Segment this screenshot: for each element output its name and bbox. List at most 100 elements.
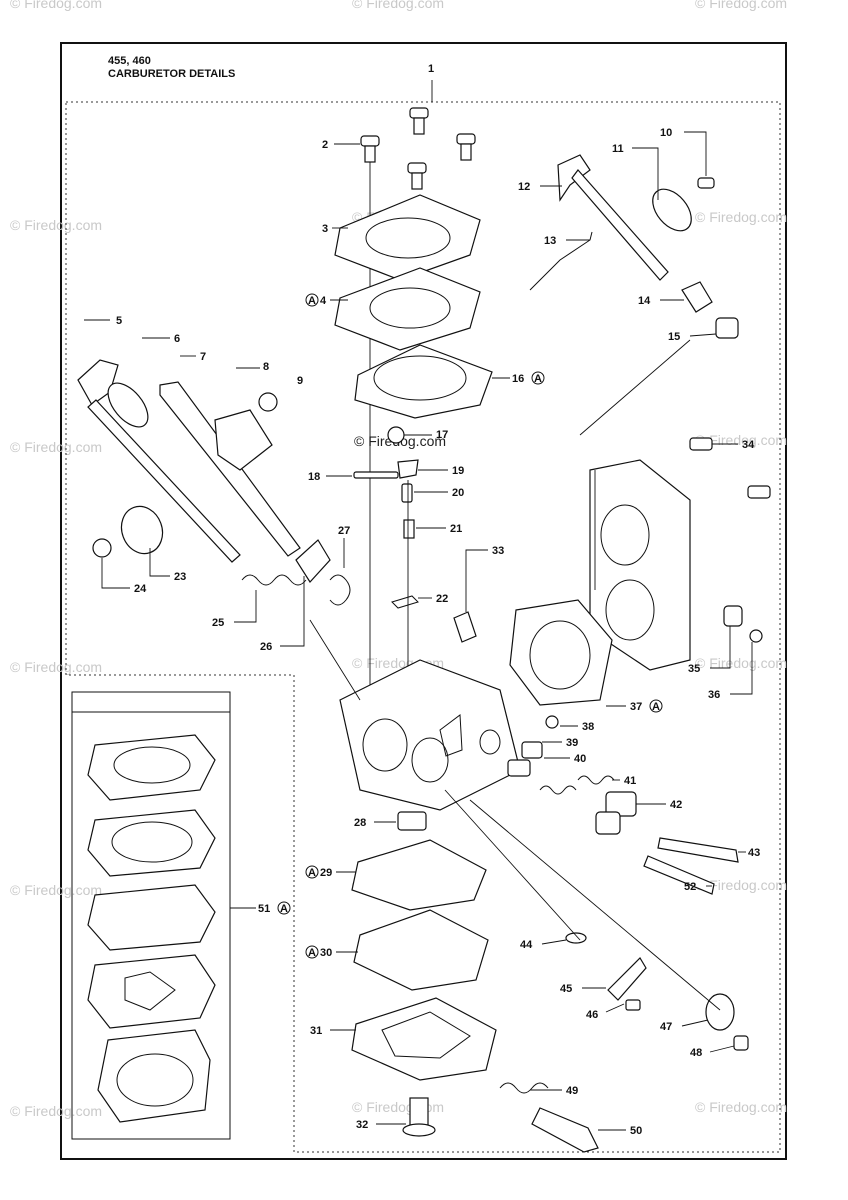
callout-33: 33 — [492, 545, 504, 557]
choke-plate — [214, 409, 273, 471]
callout-18: 18 — [308, 471, 320, 483]
badge-letter: A — [308, 867, 316, 879]
callout-39: 39 — [566, 737, 578, 749]
callout-3: 3 — [322, 223, 328, 235]
screw-shank — [364, 145, 376, 163]
kit-diaphragm-membrane — [113, 746, 191, 784]
badge-letter: A — [534, 373, 542, 385]
throttle-link-rod — [529, 231, 593, 291]
adapter-port-lower — [605, 579, 655, 641]
badge-letter: A — [308, 947, 316, 959]
badge-letter: A — [280, 903, 288, 915]
carburetor-housing — [339, 659, 521, 811]
kit-insulator-gasket — [97, 1029, 211, 1123]
pump-diaphragm — [334, 267, 481, 351]
leader-line — [632, 147, 659, 200]
pump-cover — [351, 997, 497, 1081]
watermark: © Firedog.com — [352, 0, 444, 11]
primer-screw — [625, 999, 641, 1011]
needle-lever-screw — [387, 426, 405, 444]
callout-21: 21 — [450, 523, 462, 535]
diaphragm-cover-screws — [360, 107, 476, 190]
leader-line — [681, 1019, 709, 1027]
low-speed-needle — [643, 855, 715, 895]
leader-line — [605, 1003, 625, 1013]
callout-20: 20 — [452, 487, 464, 499]
callout-11: 11 — [612, 143, 624, 155]
callout-46: 46 — [586, 1009, 598, 1021]
watermark: © Firedog.com — [695, 0, 787, 11]
assembly-guide-lines — [309, 339, 721, 1011]
diagram-header: 455, 460 CARBURETOR DETAILS — [108, 55, 235, 81]
callout-47: 47 — [660, 1021, 672, 1033]
callout-5: 5 — [116, 315, 122, 327]
diagram-frame — [60, 42, 787, 1160]
screw-shank — [411, 172, 423, 190]
badge-letter: A — [308, 295, 316, 307]
callout-38: 38 — [582, 721, 594, 733]
air-shaft — [159, 381, 301, 557]
pump-diaphragm-membrane — [369, 287, 451, 329]
adapter-port-upper — [600, 504, 650, 566]
carburetor-bore-right — [411, 737, 449, 783]
primer-lever — [607, 957, 647, 1001]
throttle-bushing — [715, 317, 739, 339]
watermark: © Firedog.com — [695, 655, 787, 671]
callout-10: 10 — [660, 127, 672, 139]
watermark: © Firedog.com — [352, 1099, 444, 1115]
choke-shaft-assembly — [77, 359, 351, 606]
leader-line — [709, 1045, 735, 1053]
pump-cover-chamber — [381, 1011, 471, 1059]
inlet-needle — [401, 483, 413, 503]
callout-32: 32 — [356, 1119, 368, 1131]
adapter-washer — [749, 629, 763, 643]
callout-6: 6 — [174, 333, 180, 345]
callout-23: 23 — [174, 571, 186, 583]
watermark: © Firedog.com — [10, 0, 102, 11]
idle-screw — [531, 1107, 599, 1153]
insulator-gasket-hole — [529, 620, 591, 690]
carburetor-bore-left — [362, 718, 408, 772]
spring-clip — [391, 595, 419, 609]
callout-17: 17 — [436, 429, 448, 441]
assembly-boundary — [65, 101, 781, 1153]
leader-line — [541, 939, 567, 945]
adapter-bushing — [723, 605, 743, 627]
leader-line — [234, 590, 257, 623]
watermark: © Firedog.com — [10, 882, 102, 898]
callout-27: 27 — [338, 525, 350, 537]
throttle-shaft — [571, 169, 669, 281]
needle-seal — [521, 741, 543, 759]
screw-head — [409, 107, 429, 119]
callout-4: 4 — [320, 295, 327, 307]
callout-15: 15 — [668, 331, 680, 343]
kit-diaphragm-gasket — [87, 734, 216, 801]
carburetor-body — [339, 659, 521, 811]
primer-bulb-ring — [705, 993, 735, 1031]
watermark: © Firedog.com — [10, 659, 102, 675]
leader-line — [280, 576, 305, 647]
insulator-gasket — [509, 599, 613, 706]
callout-13: 13 — [544, 235, 556, 247]
callout-8: 8 — [263, 361, 269, 373]
kit-metering-gasket — [87, 884, 216, 951]
kit-cover-gasket-hole — [111, 821, 193, 863]
callout-1: 1 — [428, 63, 434, 75]
throttle-return-spring — [681, 281, 713, 313]
fuel-nipple — [439, 714, 463, 757]
inlet-screen — [397, 811, 427, 831]
adjuster-port — [479, 729, 501, 755]
adjuster-spring — [539, 785, 577, 795]
assembly-badge — [305, 293, 319, 307]
limiter-cap — [595, 811, 621, 835]
diaphragm-cover — [334, 194, 481, 281]
leader-line — [710, 626, 731, 669]
callout-12: 12 — [518, 181, 530, 193]
assembly-badge — [305, 945, 319, 959]
callout-2: 2 — [322, 139, 328, 151]
kit-cover-gasket — [87, 809, 216, 877]
callout-30: 30 — [320, 947, 332, 959]
kit-box — [71, 691, 231, 1140]
callout-26: 26 — [260, 641, 272, 653]
choke-disc-screw — [92, 538, 112, 558]
